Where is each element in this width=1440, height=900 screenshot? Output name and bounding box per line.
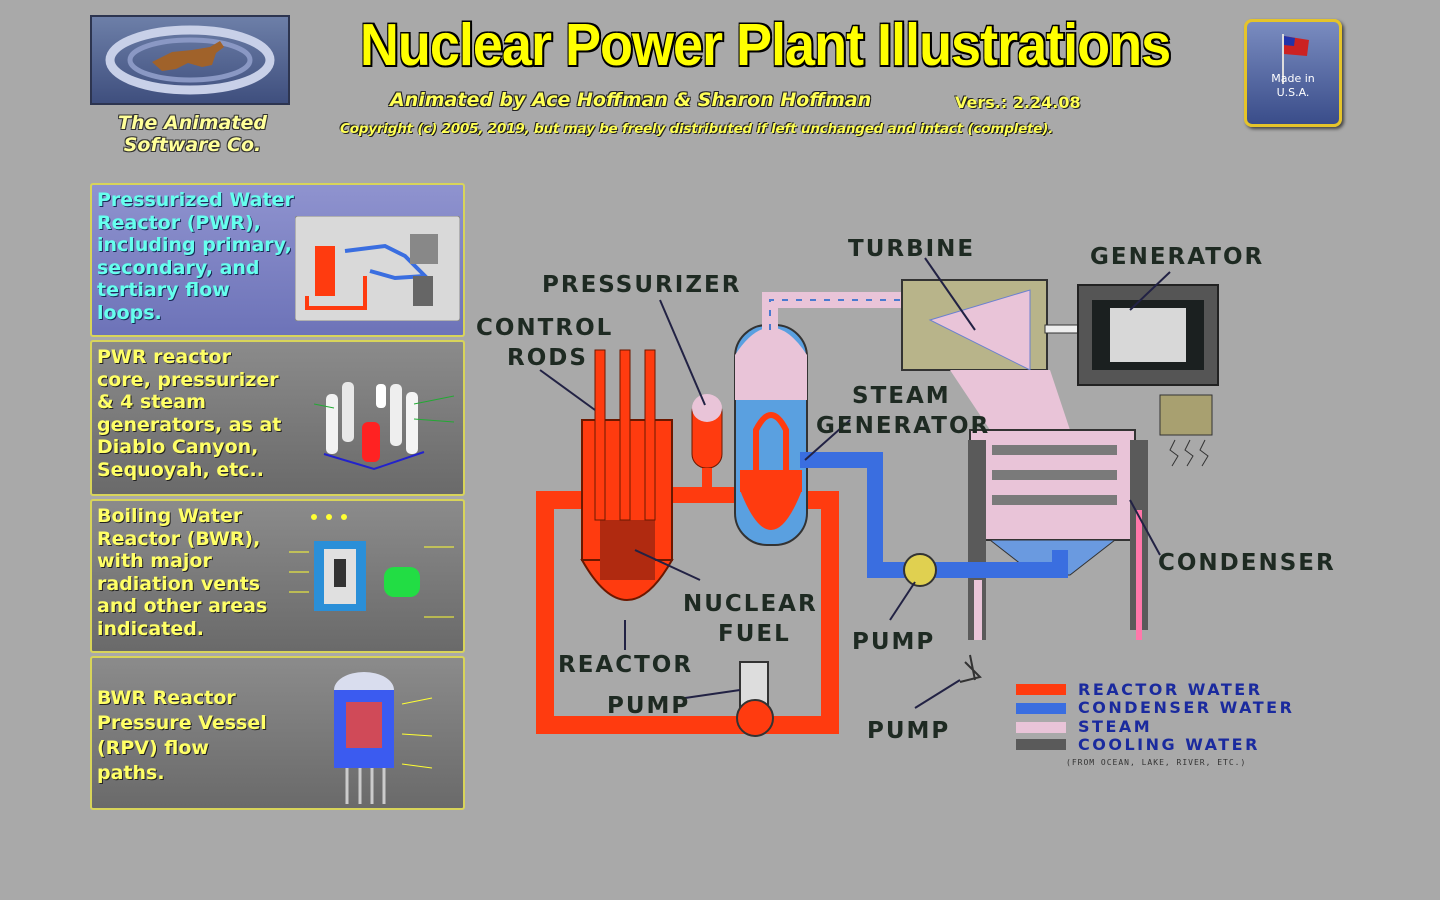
company-logo[interactable] [90, 15, 290, 105]
cooling-water-pump [959, 654, 982, 683]
label-condenser: CONDENSER [1158, 550, 1336, 576]
company-name-line2: Software Co. [123, 134, 262, 156]
control-rod-2 [619, 349, 631, 521]
authors-subtitle: Animated by Ace Hoffman & Sharon Hoffman [390, 89, 872, 111]
legend-label-steam: STEAM [1078, 717, 1152, 736]
company-name: The Animated Software Co. [90, 112, 295, 156]
legend-label-reactor-water: REACTOR WATER [1078, 680, 1263, 699]
label-cooling-water-pump: PUMP [867, 718, 950, 744]
turbine-rotor [928, 289, 1031, 371]
card-pwr-core-text: PWR reactor core, pressurizer & 4 steam … [97, 346, 282, 481]
feedwater-line [800, 452, 1068, 578]
legend-swatch-steam [1016, 722, 1066, 733]
legend-swatch-condenser-water [1016, 703, 1066, 714]
label-nuclear: NUCLEAR [683, 591, 818, 617]
steam-generator-lower-head [740, 490, 802, 530]
flag-icon [1282, 34, 1309, 84]
label-feedwater-pump: PUMP [852, 629, 935, 655]
horse-logo-icon [105, 25, 275, 95]
label-reactor: REACTOR [558, 652, 693, 678]
copyright-text: Copyright (c) 2005, 2019, but may be fre… [340, 121, 1054, 137]
made-in-usa-badge[interactable] [1244, 19, 1342, 127]
reactor-coolant-pump [736, 699, 774, 737]
company-name-line1: The Animated [118, 112, 267, 134]
exhaust-steam-duct [950, 370, 1070, 430]
card-bwr-rpv-text: BWR Reactor Pressure Vessel (RPV) flow p… [97, 687, 267, 784]
legend-swatch-cooling-water [1016, 739, 1066, 750]
card-bwr[interactable]: Boiling Water Reactor (BWR), with major … [90, 499, 465, 653]
control-rod-1 [594, 349, 606, 521]
legend-swatch-reactor-water [1016, 684, 1066, 695]
card-pwr-loops-text: Pressurized Water Reactor (PWR), includi… [97, 189, 294, 324]
card-pwr-core[interactable]: PWR reactor core, pressurizer & 4 steam … [90, 340, 465, 496]
badge-line2: U.S.A. [1276, 86, 1310, 99]
card-bwr-rpv[interactable]: BWR Reactor Pressure Vessel (RPV) flow p… [90, 656, 465, 810]
made-in-usa-text: Made in U.S.A. [1262, 72, 1324, 100]
label-reactor-coolant-pump: PUMP [607, 693, 690, 719]
legend-label-condenser-water: CONDENSER WATER [1078, 698, 1294, 717]
label-turbine: TURBINE [848, 236, 975, 262]
label-fuel: FUEL [718, 621, 791, 647]
pwr-core-thumbnail-icon [314, 382, 455, 471]
version-text: Vers.: 2.24.08 [955, 93, 1081, 112]
legend: REACTOR WATER CONDENSER WATER STEAM COOL… [1016, 680, 1294, 767]
nuclear-fuel-core [600, 520, 655, 580]
legend-note: (FROM OCEAN, LAKE, RIVER, ETC.) [1066, 758, 1246, 767]
label-control: CONTROL [476, 315, 613, 341]
pwr-thumbnail-icon [295, 216, 460, 321]
label-rods: RODS [507, 345, 588, 371]
bwr-thumbnail-icon [289, 514, 454, 618]
label-steam-generator: GENERATOR [816, 413, 990, 439]
label-generator: GENERATOR [1090, 244, 1264, 270]
pwr-plant-diagram: TURBINE GENERATOR PRESSURIZER CONTROL RO… [476, 236, 1336, 767]
legend-label-cooling-water: COOLING WATER [1078, 735, 1260, 754]
page-title: Nuclear Power Plant Illustrations [359, 11, 1171, 78]
card-pwr-loops[interactable]: Pressurized Water Reactor (PWR), includi… [90, 183, 465, 337]
bwr-rpv-thumbnail-icon [334, 672, 433, 804]
label-steam: STEAM [852, 383, 951, 409]
primary-loop-pipe [536, 491, 839, 734]
control-rod-3 [644, 349, 656, 521]
label-pressurizer: PRESSURIZER [542, 272, 741, 298]
card-bwr-text: Boiling Water Reactor (BWR), with major … [97, 505, 268, 640]
feedwater-pump [903, 553, 937, 587]
badge-line1: Made in [1271, 72, 1315, 85]
